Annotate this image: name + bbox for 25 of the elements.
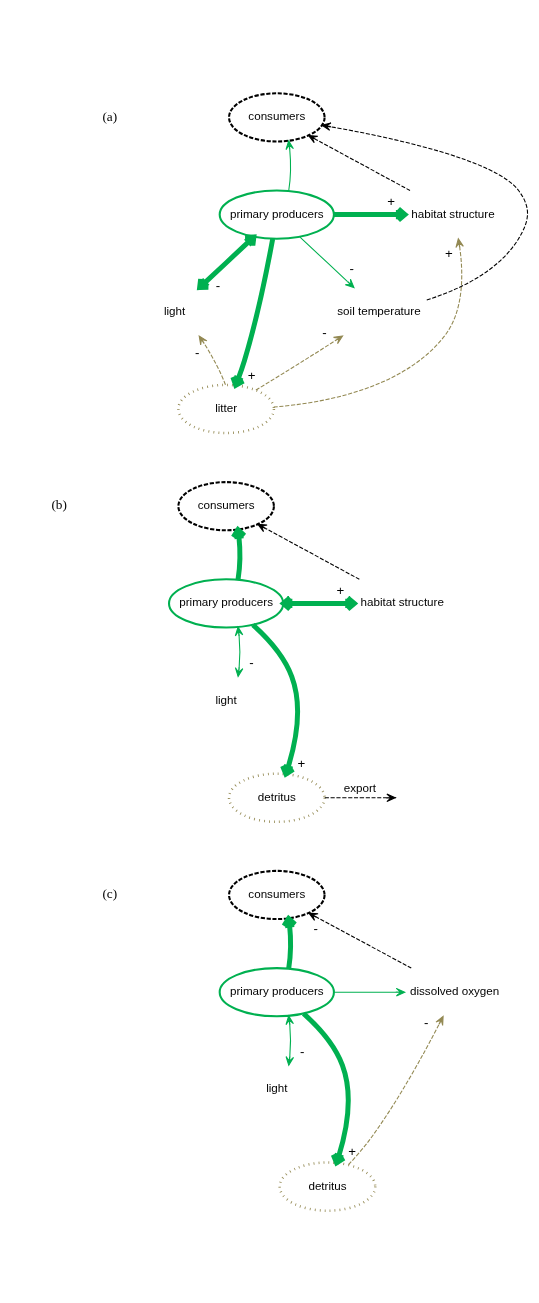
- node-text: habitat structure: [411, 206, 495, 220]
- node-text: soil temperature: [337, 303, 421, 317]
- label: (b): [51, 496, 67, 512]
- edge-label: -: [215, 277, 221, 293]
- edge-label: +: [445, 245, 453, 261]
- edge-label: -: [194, 344, 200, 360]
- node-text: light: [163, 303, 186, 317]
- label: (c): [102, 885, 118, 901]
- edge-label: export: [343, 780, 377, 794]
- node-text: dissolved oxygen: [409, 983, 500, 997]
- edge-label: -: [299, 1043, 305, 1059]
- edge-label: -: [349, 260, 354, 276]
- edge-label: -: [313, 920, 318, 936]
- edge-label: +: [348, 1143, 356, 1159]
- label: (a): [102, 108, 118, 124]
- edge-label: +: [247, 367, 256, 383]
- edge-label: -: [322, 324, 327, 340]
- node-text: light: [266, 1080, 288, 1094]
- edge-label: -: [249, 654, 254, 670]
- node-text: habitat structure: [360, 594, 444, 608]
- edge-label: -: [424, 1014, 429, 1030]
- edge-label: +: [336, 582, 345, 598]
- edge-label: +: [297, 754, 306, 770]
- edge-label: +: [387, 193, 395, 209]
- node-text: light: [215, 692, 237, 706]
